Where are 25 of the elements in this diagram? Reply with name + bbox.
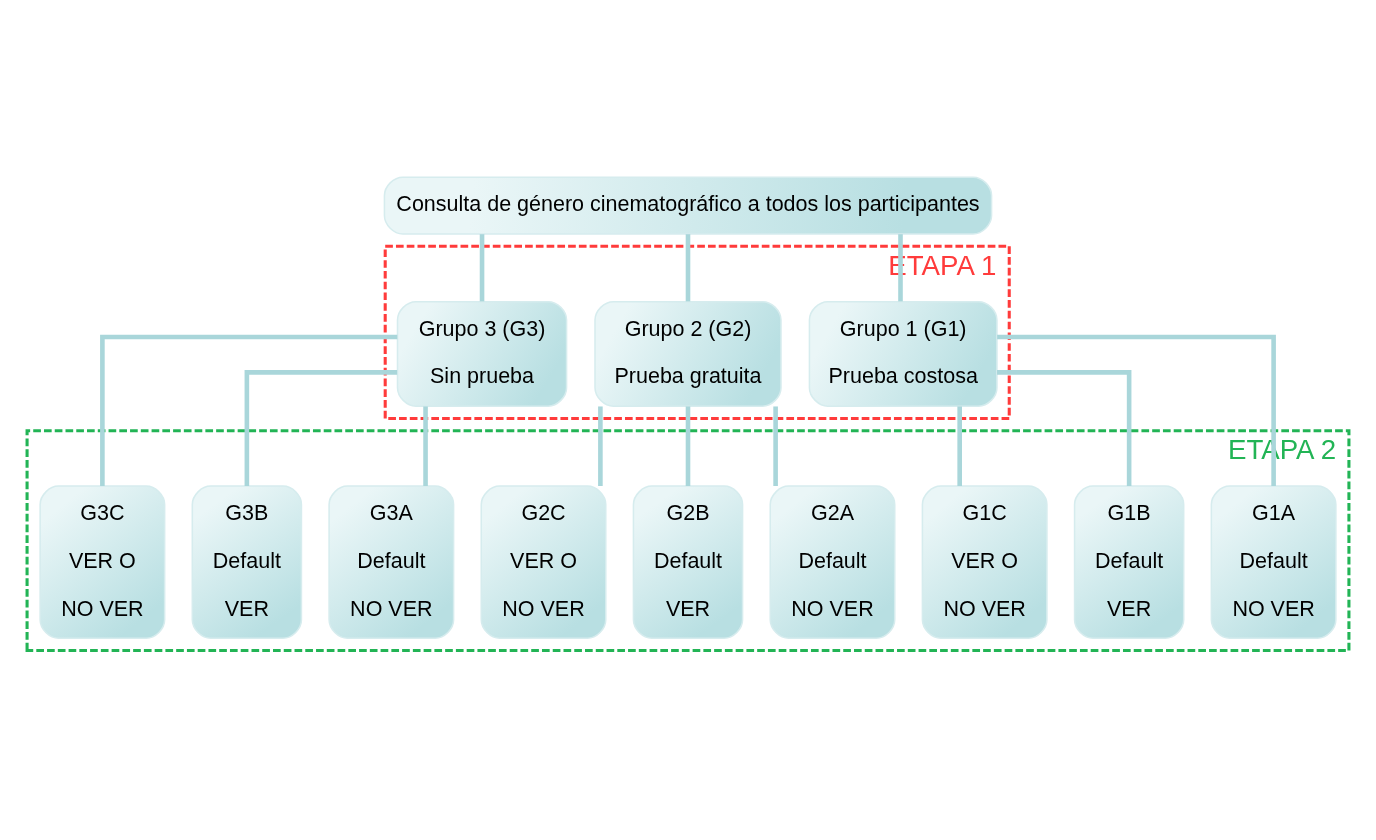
node-box: G1A Default NO VER	[1210, 485, 1337, 640]
connector	[685, 234, 691, 302]
connector	[423, 406, 428, 487]
node-box: G1B Default VER	[1073, 485, 1185, 640]
node-box: G2B Default VER	[632, 485, 744, 640]
connector	[685, 406, 691, 487]
connector	[100, 334, 398, 486]
connector	[957, 406, 962, 487]
connector	[997, 334, 1276, 486]
node-box: G2A Default NO VER	[769, 485, 896, 640]
node-box: G3C VER O NO VER	[39, 485, 166, 640]
node-box: Grupo 3 (G3) Sin prueba	[396, 300, 568, 407]
connector	[598, 406, 603, 487]
connector	[479, 234, 485, 302]
node-box: G3B Default VER	[191, 485, 303, 640]
node-box: Consulta de género cinematográfico a todos los participantes	[383, 176, 993, 235]
node-box: G1C VER O NO VER	[921, 485, 1048, 640]
connector	[997, 370, 1132, 487]
connector	[244, 370, 398, 487]
node-box: Grupo 1 (G1) Prueba costosa	[808, 300, 998, 407]
connector	[773, 406, 778, 487]
node-box: G2C VER O NO VER	[480, 485, 607, 640]
node-box: G3A Default NO VER	[328, 485, 455, 640]
node-box: Grupo 2 (G2) Prueba gratuita	[594, 300, 782, 407]
connector	[898, 234, 903, 302]
